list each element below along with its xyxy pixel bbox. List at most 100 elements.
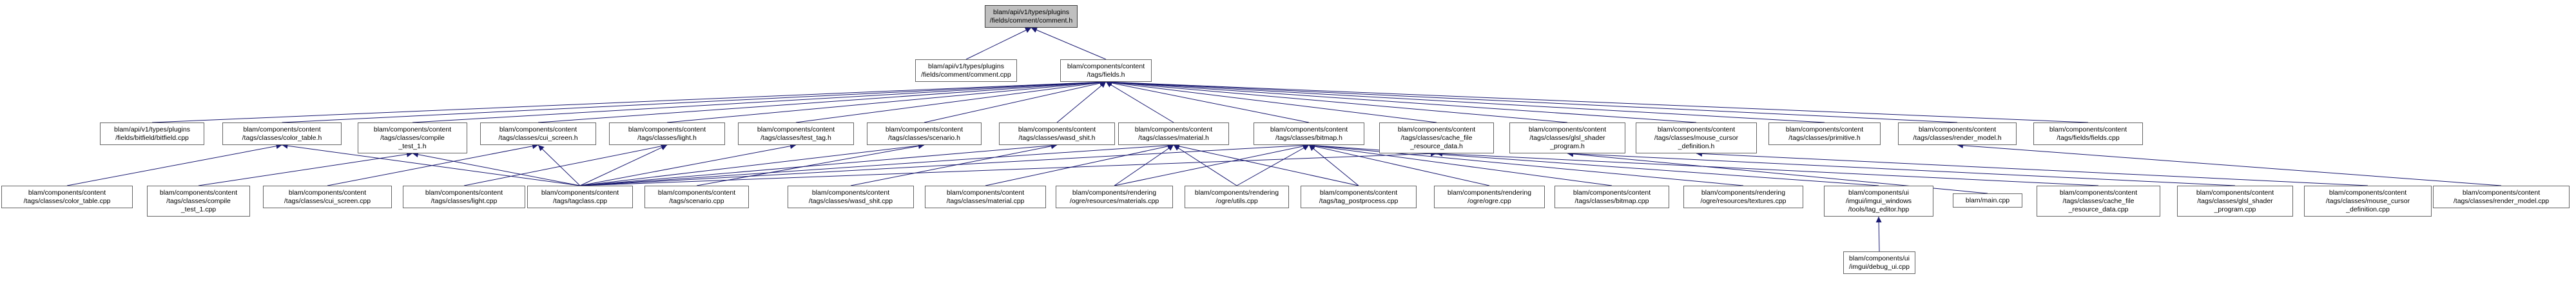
graph-edge-cui-screen-h-to-cui-screen-cpp	[327, 143, 539, 186]
node-label-line: blam/components/rendering	[1194, 188, 1279, 197]
graph-node-scenario-cpp[interactable]: blam/components/content/tags/scenario.cp…	[644, 186, 749, 208]
node-label-line: blam/components/content	[946, 188, 1025, 197]
node-label-line: blam/components/content	[425, 188, 503, 197]
node-label-line: /tags/classes/cui_screen.cpp	[284, 197, 371, 205]
graph-node-render-model-h[interactable]: blam/components/content/tags/classes/ren…	[1898, 122, 2017, 145]
node-label-line: blam/components/rendering	[1447, 188, 1532, 197]
graph-node-glsl-shader-h[interactable]: blam/components/content/tags/classes/gls…	[1509, 122, 1625, 153]
graph-node-primitive-h[interactable]: blam/components/content/tags/classes/pri…	[1768, 122, 1881, 145]
graph-edge-fields-h-to-scenario-h	[924, 80, 1107, 123]
graph-edge-fields-h-to-test-tag-h	[795, 79, 1107, 123]
graph-edge-wasd-shit-h-to-wasd-shit-cpp	[850, 143, 1058, 186]
graph-edge-bitmap-h-to-tagclass-cpp	[579, 142, 1310, 186]
graph-edge-compile-test-h-to-tagclass-cpp	[412, 151, 581, 186]
graph-node-fields-cpp[interactable]: blam/components/content/tags/fields/fiel…	[2033, 122, 2143, 145]
graph-node-mouse-cursor-h[interactable]: blam/components/content/tags/classes/mou…	[1636, 122, 1757, 153]
graph-edge-render-model-h-to-render-model-cpp	[1957, 142, 2502, 186]
node-label-line: blam/components/content	[1270, 125, 1348, 133]
node-label-line: /tags/classes/primitive.h	[1788, 133, 1861, 142]
node-label-line: /tags/classes/render_model.h	[1913, 133, 2002, 142]
graph-node-material-h[interactable]: blam/components/content/tags/classes/mat…	[1118, 122, 1229, 145]
graph-node-bitmap-h[interactable]: blam/components/content/tags/classes/bit…	[1254, 122, 1364, 145]
graph-edge-mouse-cursor-h-to-mouse-cursor-cpp	[1696, 150, 2368, 186]
graph-node-mouse-cursor-cpp[interactable]: blam/components/content/tags/classes/mou…	[2304, 186, 2432, 217]
graph-node-light-h[interactable]: blam/components/content/tags/classes/lig…	[609, 122, 725, 145]
node-label-line: /tags/classes/bitmap.cpp	[1574, 197, 1649, 205]
graph-edge-material-h-to-tagclass-cpp	[579, 142, 1174, 186]
graph-edge-light-h-to-tagclass-cpp	[579, 144, 668, 186]
node-label-line: blam/components/content	[628, 125, 706, 133]
graph-node-wasd-shit-h[interactable]: blam/components/content/tags/classes/was…	[999, 122, 1115, 145]
graph-node-debug-ui-cpp[interactable]: blam/components/ui/imgui/debug_ui.cpp	[1843, 251, 1915, 274]
node-label-line: blam/components/content	[1319, 188, 1398, 197]
graph-edge-fields-h-to-primitive-h	[1105, 79, 1825, 123]
graph-edge-wasd-shit-h-to-tagclass-cpp	[579, 142, 1058, 186]
graph-node-material-cpp[interactable]: blam/components/content/tags/classes/mat…	[925, 186, 1046, 208]
graph-node-bitfield-cpp[interactable]: blam/api/v1/types/plugins/fields/bitfiel…	[100, 122, 204, 145]
node-label-line: blam/api/v1/types/plugins	[114, 125, 190, 133]
graph-node-test-tag-h[interactable]: blam/components/content/tags/classes/tes…	[738, 122, 854, 145]
graph-node-wasd-shit-cpp[interactable]: blam/components/content/tags/classes/was…	[788, 186, 914, 208]
graph-edge-fields-h-to-bitfield-cpp	[151, 79, 1107, 123]
graph-node-ogre-cpp[interactable]: blam/components/rendering/ogre/ogre.cpp	[1434, 186, 1545, 208]
node-label-line: blam/components/content	[1134, 125, 1213, 133]
node-label-line: blam/components/rendering	[1701, 188, 1786, 197]
node-label-line: blam/components/content	[1528, 125, 1607, 133]
graph-edge-fields-h-to-material-h	[1105, 81, 1174, 123]
graph-node-fields-h[interactable]: blam/components/content/tags/fields.h	[1060, 59, 1152, 82]
graph-node-color-table-h[interactable]: blam/components/content/tags/classes/col…	[222, 122, 342, 145]
graph-edge-fields-h-to-wasd-shit-h	[1056, 81, 1107, 123]
node-label-line: _resource_data.cpp	[2068, 205, 2129, 213]
graph-edge-color-table-h-to-tagclass-cpp	[282, 142, 581, 186]
graph-node-cui-screen-h[interactable]: blam/components/content/tags/classes/cui…	[480, 122, 596, 145]
graph-edge-fields-h-to-fields-cpp	[1105, 79, 2089, 123]
graph-node-glsl-shader-cpp[interactable]: blam/components/content/tags/classes/gls…	[2177, 186, 2293, 217]
node-label-line: blam/components/content	[2049, 125, 2127, 133]
graph-edge-scenario-h-to-scenario-cpp	[696, 143, 925, 186]
graph-node-tag-postprocess-cpp[interactable]: blam/components/content/tags/tag_postpro…	[1301, 186, 1417, 208]
graph-node-render-model-cpp[interactable]: blam/components/content/tags/classes/ren…	[2433, 186, 2570, 208]
graph-edge-fields-h-to-compile-test-h	[412, 79, 1107, 123]
node-label-line: blam/components/content	[1657, 125, 1736, 133]
graph-node-comment-cpp[interactable]: blam/api/v1/types/plugins/fields/comment…	[915, 59, 1017, 82]
graph-node-color-table-cpp[interactable]: blam/components/content/tags/classes/col…	[1, 186, 133, 208]
graph-node-tagclass-cpp[interactable]: blam/components/content/tags/tagclass.cp…	[527, 186, 633, 208]
graph-node-compile-test-h[interactable]: blam/components/content/tags/classes/com…	[358, 122, 467, 153]
graph-node-bitmap-cpp[interactable]: blam/components/content/tags/classes/bit…	[1554, 186, 1669, 208]
graph-node-cache-file-cpp[interactable]: blam/components/content/tags/classes/cac…	[2037, 186, 2160, 217]
node-label-line: blam/main.cpp	[1965, 196, 2010, 204]
node-label-line: /tags/classes/wasd_shit.h	[1018, 133, 1096, 142]
graph-node-ogre-materials-cpp[interactable]: blam/components/rendering/ogre/resources…	[1056, 186, 1173, 208]
node-label-line: blam/components/content	[159, 188, 238, 197]
graph-node-light-cpp[interactable]: blam/components/content/tags/classes/lig…	[403, 186, 525, 208]
graph-node-cache-file-h[interactable]: blam/components/content/tags/classes/cac…	[1379, 122, 1494, 153]
node-label-line: /tags/classes/light.h	[637, 133, 697, 142]
graph-node-scenario-h[interactable]: blam/components/content/tags/classes/sce…	[867, 122, 982, 145]
node-label-line: /tags/classes/color_table.h	[242, 133, 322, 142]
graph-node-main-cpp[interactable]: blam/main.cpp	[1953, 193, 2022, 208]
graph-edge-glsl-shader-h-to-glsl-shader-cpp	[1567, 150, 2236, 186]
node-label-line: blam/api/v1/types/plugins	[993, 8, 1069, 16]
node-label-line: _program.cpp	[2214, 205, 2256, 213]
node-label-line: /fields/comment/comment.h	[989, 16, 1073, 24]
graph-edge-material-h-to-material-cpp	[985, 143, 1174, 186]
node-label-line: blam/components/content	[243, 125, 321, 133]
graph-edge-material-h-to-tag-postprocess-cpp	[1173, 143, 1359, 186]
graph-edge-fields-h-to-light-h	[666, 79, 1107, 123]
graph-node-ogre-utils-cpp[interactable]: blam/components/rendering/ogre/utils.cpp	[1185, 186, 1289, 208]
graph-edge-cache-file-h-to-cache-file-cpp	[1436, 150, 2099, 186]
node-label-line: blam/components/content	[1018, 125, 1096, 133]
graph-node-ogre-textures-cpp[interactable]: blam/components/rendering/ogre/resources…	[1683, 186, 1803, 208]
node-label-line: _resource_data.h	[1410, 142, 1463, 150]
graph-edge-bitmap-h-to-ogre-cpp	[1308, 143, 1490, 186]
graph-node-tag-editor-hpp[interactable]: blam/components/ui/imgui/imgui_windows/t…	[1824, 186, 1933, 217]
node-label-line: blam/components/content	[1573, 188, 1651, 197]
node-label-line: /tools/tag_editor.hpp	[1848, 205, 1910, 213]
node-label-line: _test_1.h	[398, 142, 427, 150]
node-label-line: /imgui/imgui_windows	[1845, 197, 1912, 205]
node-label-line: /ogre/resources/materials.cpp	[1069, 197, 1159, 205]
graph-node-cui-screen-cpp[interactable]: blam/components/content/tags/classes/cui…	[263, 186, 392, 208]
graph-node-compile-test-cpp[interactable]: blam/components/content/tags/classes/com…	[147, 186, 250, 217]
